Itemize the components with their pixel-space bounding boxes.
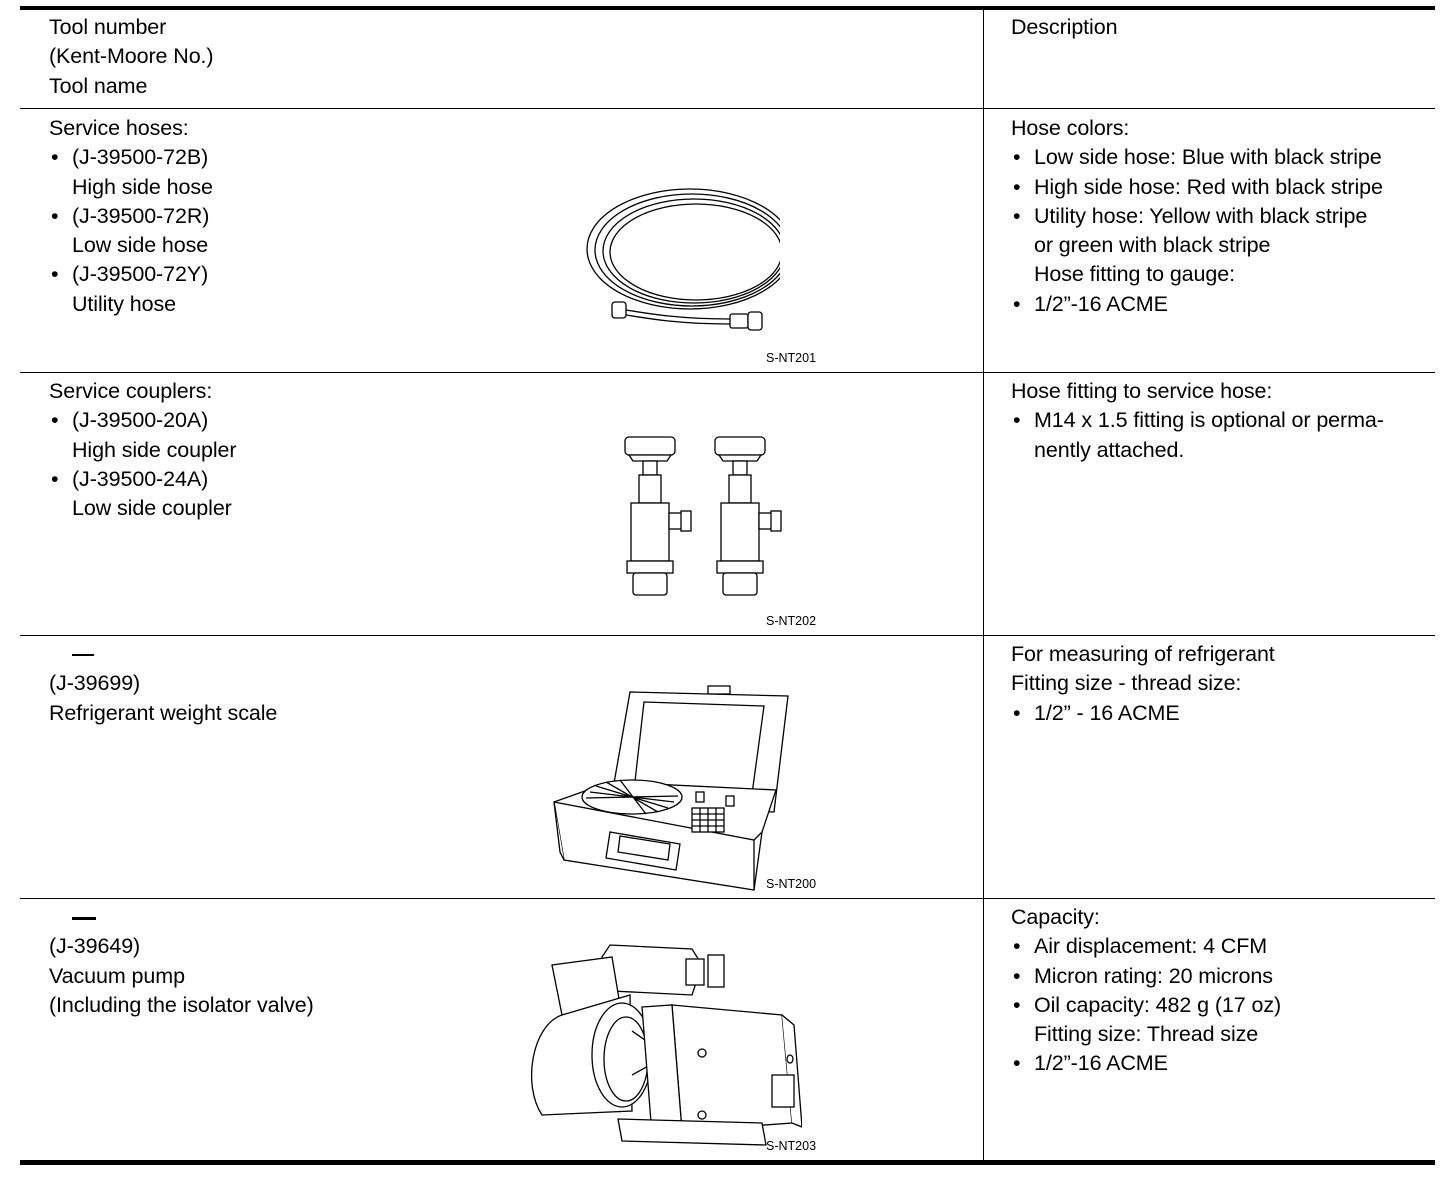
tool-line: Low side coupler	[72, 496, 232, 521]
header-description: Description	[1011, 15, 1118, 39]
tool-line: (J-39649)	[49, 934, 141, 959]
header-tool-name: Tool name	[49, 73, 148, 98]
description-line: Fitting size - thread size:	[1011, 671, 1242, 696]
tool-line: Low side hose	[72, 233, 209, 258]
tool-line: Service hoses:	[49, 116, 189, 140]
description-cell: Hose fitting to service hose: M14 x 1.5 …	[1011, 377, 1435, 465]
description-line: nently attached.	[1034, 437, 1185, 462]
row-divider	[20, 635, 1435, 636]
em-dash	[72, 916, 96, 920]
description-line: Low side hose: Blue with black stripe	[1011, 143, 1435, 173]
header-description-cell: Description	[1011, 13, 1435, 42]
tool-cell: Service hoses: (J-39500-72B) High side h…	[49, 114, 569, 319]
description-line: For measuring of refrigerant	[1011, 642, 1275, 666]
header-tool-number: Tool number	[49, 15, 167, 39]
description-cell: Hose colors: Low side hose: Blue with bl…	[1011, 114, 1435, 319]
vacuum-pump-illustration	[522, 935, 802, 1160]
figure-code: S-NT202	[766, 614, 817, 628]
description-line: Capacity:	[1011, 905, 1100, 929]
description-line: 1/2”-16 ACME	[1011, 290, 1435, 320]
tool-cell: (J-39699) Refrigerant weight scale	[49, 640, 569, 728]
tool-dash-line	[49, 640, 569, 669]
service-couplers-illustration	[615, 435, 795, 605]
description-line: or green with black stripe	[1034, 233, 1271, 258]
figure-code: S-NT200	[766, 877, 817, 891]
description-line: Hose fitting to service hose:	[1011, 379, 1273, 403]
column-divider	[983, 9, 984, 1161]
tool-line: (J-39500-24A)	[49, 465, 569, 495]
row-divider	[20, 898, 1435, 899]
tool-cell: (J-39649) Vacuum pump (Including the iso…	[49, 903, 569, 1020]
description-line: Hose fitting to gauge:	[1034, 262, 1235, 287]
tool-line: (J-39500-72R)	[49, 202, 569, 232]
description-line: M14 x 1.5 fitting is optional or perma-	[1011, 406, 1435, 436]
description-line: Hose colors:	[1011, 116, 1130, 140]
description-cell: For measuring of refrigerant Fitting siz…	[1011, 640, 1435, 728]
table-bottom-rule	[20, 1160, 1435, 1165]
figure-code: S-NT201	[766, 351, 817, 365]
weight-scale-illustration	[550, 682, 790, 892]
tool-line: (Including the isolator valve)	[49, 992, 314, 1017]
description-line: Oil capacity: 482 g (17 oz)	[1011, 991, 1435, 1021]
description-line: High side hose: Red with black stripe	[1011, 173, 1435, 203]
tool-table: Tool number (Kent-Moore No.) Tool name D…	[20, 6, 1435, 1165]
tool-line: High side coupler	[72, 437, 237, 462]
header-kent-moore-no: (Kent-Moore No.)	[49, 44, 214, 69]
em-dash	[72, 654, 94, 657]
figure-code: S-NT203	[766, 1139, 817, 1153]
tool-line: (J-39500-72B)	[49, 143, 569, 173]
tool-cell: Service couplers: (J-39500-20A) High sid…	[49, 377, 569, 523]
tool-line: Service couplers:	[49, 379, 213, 403]
description-line: Air displacement: 4 CFM	[1011, 932, 1435, 962]
header-tool-cell: Tool number (Kent-Moore No.) Tool name	[49, 13, 569, 101]
tool-line: Vacuum pump	[49, 963, 185, 988]
tool-line: (J-39500-20A)	[49, 406, 569, 436]
tool-line: Utility hose	[72, 291, 176, 316]
tool-line: (J-39500-72Y)	[49, 260, 569, 290]
description-line: Fitting size: Thread size	[1034, 1022, 1259, 1047]
description-line: 1/2” - 16 ACME	[1011, 699, 1435, 729]
tool-line: High side hose	[72, 174, 213, 199]
description-cell: Capacity: Air displacement: 4 CFM Micron…	[1011, 903, 1435, 1079]
description-line: Micron rating: 20 microns	[1011, 962, 1435, 992]
row-divider	[20, 372, 1435, 373]
tool-line: (J-39699)	[49, 671, 141, 696]
description-line: 1/2”-16 ACME	[1011, 1049, 1435, 1079]
row-divider	[20, 108, 1435, 109]
tool-line: Refrigerant weight scale	[49, 700, 278, 725]
description-line: Utility hose: Yellow with black stripe	[1011, 202, 1435, 232]
service-hoses-illustration	[580, 174, 780, 354]
table-top-rule	[20, 6, 1435, 10]
tool-dash-line	[49, 903, 569, 932]
